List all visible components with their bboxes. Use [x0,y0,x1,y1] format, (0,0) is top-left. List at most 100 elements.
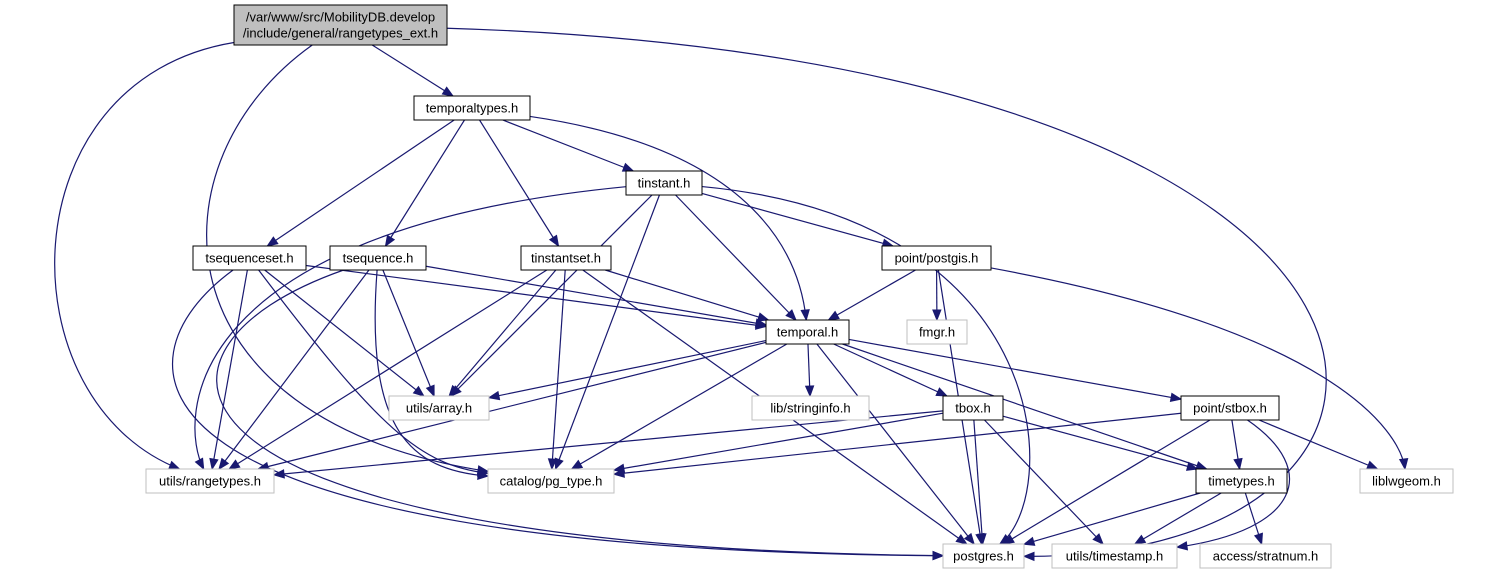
edge-line [1134,492,1222,545]
edge-arrowhead [804,385,815,398]
node-box [765,319,850,345]
node-stratnum: access/stratnum.h [1199,543,1332,569]
edge-line [266,119,455,247]
node-label: liblwgeom.h [1372,474,1441,489]
node-label: postgres.h [953,549,1014,564]
edge-line [529,115,807,321]
edge-line [1003,419,1211,545]
node-temporaltypes[interactable]: temporaltypes.h [413,95,531,121]
edge-line [264,269,425,397]
edge-stbox-to-pg_type [612,412,1182,478]
edge-arrowhead [266,236,279,247]
edge-stbox-to-postgres [1002,419,1211,545]
node-box [487,468,615,494]
edge-arrowhead [448,384,460,398]
node-label: utils/array.h [406,401,472,416]
node-box [145,468,275,494]
edge-line [257,341,767,470]
node-label: temporal.h [777,325,838,340]
node-box [520,245,612,271]
edge-arrowhead [756,312,770,322]
node-box [625,170,703,196]
edge-temporal-to-tbox [833,343,949,397]
edge-arrowhead [1175,541,1189,551]
node-box [1359,468,1454,494]
node-temporal[interactable]: temporal.h [765,319,850,345]
edge-line [54,41,235,470]
edge-arrowhead [827,310,840,321]
node-postgres: postgres.h [942,543,1025,569]
node-label: temporaltypes.h [426,101,519,116]
edge-tinstant-to-postgis [701,192,895,248]
edge-line [488,339,767,399]
edge-tbox-to-postgres [973,419,987,546]
edge-tinstant-to-rangetypes [194,186,627,471]
edge-line [371,44,454,97]
edge-arrowhead [621,162,635,172]
edge-line [842,343,1207,470]
edge-timetypes-to-timestamp [1133,492,1222,545]
edge-arrowhead [1233,457,1243,471]
node-root[interactable]: /var/www/src/MobilityDB.develop/include/… [233,4,448,46]
edge-line [973,419,984,545]
node-tsequenceset[interactable]: tsequenceset.h [192,245,307,271]
node-box [192,245,307,271]
edge-line [479,119,559,247]
edge-line [848,338,1182,400]
edge-temporal-to-stbox [848,338,1183,402]
edge-line [551,269,566,470]
edge-arrowhead [1022,551,1035,562]
edge-arrowhead [1185,461,1199,471]
node-timetypes[interactable]: timetypes.h [1195,468,1288,494]
edge-line [613,412,944,471]
edge-arrowhead [1092,533,1104,545]
node-label: lib/stringinfo.h [770,401,850,416]
edge-line [1002,415,1198,470]
edge-arrowhead [209,457,219,471]
node-box [1180,395,1280,421]
edge-arrowhead [932,309,942,322]
edge-postgis-to-liblwgeom [990,267,1409,471]
edge-line [171,269,944,557]
node-label: utils/timestamp.h [1066,549,1164,564]
edge-tsequenceset-to-pg_type [258,269,490,477]
node-tinstant[interactable]: tinstant.h [625,170,703,196]
node-tsequence[interactable]: tsequence.h [329,245,427,271]
edge-tbox-to-timestamp [984,419,1104,545]
node-tinstantset[interactable]: tinstantset.h [520,245,612,271]
node-box [906,319,968,345]
edge-line [701,185,1031,545]
edge-timetypes-to-postgres [1022,492,1201,546]
node-label: timetypes.h [1208,474,1274,489]
edge-line [613,412,1182,475]
node-box [751,395,870,421]
edge-line [450,194,653,397]
node-utils_array: utils/array.h [388,395,490,421]
edge-arrowhead [570,459,584,470]
edge-arrowhead [1022,536,1036,546]
edge-arrowhead [932,550,945,561]
node-box [388,395,490,421]
edge-arrowhead [218,457,230,471]
edge-temporal-to-utils_array [487,339,767,401]
edge-line [1176,419,1290,548]
edge-arrowhead [612,468,625,478]
edge-line [701,192,894,247]
edge-tinstantset-to-pg_type [547,269,566,471]
edge-temporaltypes-to-tinstantset [479,119,560,248]
edge-tsequence-to-utils_array [382,269,435,398]
edge-line [571,343,788,470]
edge-tinstant-to-pg_type [554,194,661,471]
edge-tinstantset-to-utils_array [448,269,557,398]
edge-arrowhead [425,384,435,398]
edge-arrowhead [412,385,425,397]
node-stbox[interactable]: point/stbox.h [1180,395,1280,421]
node-postgis[interactable]: point/postgis.h [881,245,992,271]
edge-line [194,186,627,470]
edge-tbox-to-timetypes [1002,415,1199,471]
edge-line [502,119,634,172]
edge-arrowhead [963,532,975,546]
node-tbox[interactable]: tbox.h [942,395,1004,421]
node-box [1195,468,1288,494]
edge-tbox-to-rangetypes [272,410,944,479]
